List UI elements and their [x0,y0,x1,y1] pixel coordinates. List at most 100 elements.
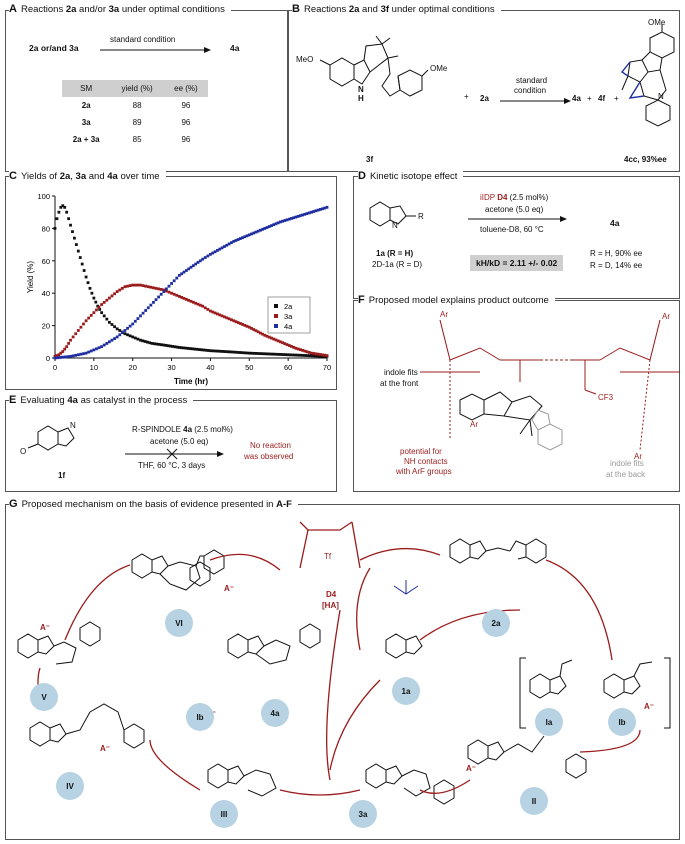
data-point-4a [270,224,273,228]
data-point-3a [227,317,231,321]
data-point-2a [150,342,154,345]
label-v: V [30,683,58,711]
data-point-2a [148,341,152,345]
data-point-4a [223,245,226,248]
panel-a-arrow-label: standard condition [110,35,176,44]
label-ii: II [520,787,548,815]
label-nh-contacts-2: NH contacts [404,457,448,466]
panel-d-reagent-2: acetone (5.0 eq) [485,205,544,214]
data-point-3a [105,298,109,302]
data-point-3a [74,332,78,336]
data-point-4a [97,346,101,350]
data-point-3a [318,353,322,356]
y-tick-label: 40 [42,289,50,298]
data-point-2a [250,351,254,355]
data-point-3a [325,354,329,357]
legend-label-2a: 2a [284,302,293,311]
reagent-2a: 2a [480,94,489,103]
data-point-2a [189,347,192,351]
data-point-2a [105,317,109,321]
data-point-2a [164,343,168,347]
data-point-3a [177,295,181,298]
data-point-3a [152,286,155,290]
data-point-3a [108,296,111,300]
data-point-3a [236,321,240,324]
data-point-2a [143,340,147,343]
data-point-4a [118,333,122,337]
data-point-4a [230,241,233,245]
data-point-4a [58,356,62,359]
data-point-2a [102,314,106,318]
data-point-2a [177,346,181,349]
panel-g-border [5,504,680,840]
data-point-4a [241,236,245,240]
label-iv: IV [56,772,84,800]
data-point-4a [211,251,215,255]
data-point-3a [206,308,210,311]
data-point-4a [206,254,210,258]
label-2a: 2a [482,609,510,637]
data-point-3a [276,339,280,343]
data-point-4a [301,213,304,217]
data-point-3a [258,331,262,335]
label-ar-3: Ar [470,420,478,429]
data-point-2a [216,349,220,353]
data-point-3a [323,353,327,357]
x-tick-label: 70 [323,363,331,372]
data-point-2a [235,350,239,354]
data-point-3a [265,334,269,338]
data-point-3a [220,314,224,318]
data-point-3a [274,338,278,342]
data-point-4a [216,249,219,252]
data-point-3a [55,354,59,357]
data-point-2a [286,353,290,357]
label-d4: D4 [326,590,337,599]
data-point-2a [80,262,84,266]
data-point-2a [169,344,172,348]
panel-e-result-2: was observed [244,452,294,461]
label-back-2: at the back [606,470,646,479]
kie-value: kH/kD = 2.11 +/- 0.02 [470,255,564,271]
legend-label-4a: 4a [284,322,293,331]
data-point-2a [136,337,140,341]
data-point-4a [281,219,284,223]
data-point-2a [247,351,251,355]
data-point-2a [180,346,183,350]
data-point-4a [203,256,207,259]
data-point-2a [200,348,203,352]
data-point-2a [67,217,70,221]
data-point-4a [131,322,135,326]
data-point-2a [315,354,319,358]
data-point-2a [110,323,114,326]
data-point-3a [167,290,171,294]
data-point-4a [225,243,229,247]
data-point-4a [296,214,300,218]
data-point-4a [245,234,249,238]
data-point-3a [272,337,276,341]
data-point-3a [211,310,215,314]
label-o: O [20,447,27,456]
data-point-4a [294,215,298,219]
data-point-4a [71,354,75,358]
data-point-2a [182,346,186,350]
x-tick-label: 50 [245,363,253,372]
data-point-3a [213,311,217,315]
data-point-2a [59,205,63,209]
data-point-4a [274,222,278,226]
x-tick-label: 0 [53,363,57,372]
panel-d-sub-2: 2D-1a (R = D) [372,260,423,269]
data-point-2a [311,354,314,358]
data-point-2a [221,350,224,353]
data-point-3a [263,333,267,337]
label-h-1: H [358,94,364,103]
data-point-4a [243,235,247,239]
legend-marker-3a [274,314,278,318]
label-a-minus-v: A⁻ [40,623,50,632]
label-ib: Ib [608,708,636,736]
data-point-2a [191,347,195,351]
data-point-4a [321,207,324,211]
